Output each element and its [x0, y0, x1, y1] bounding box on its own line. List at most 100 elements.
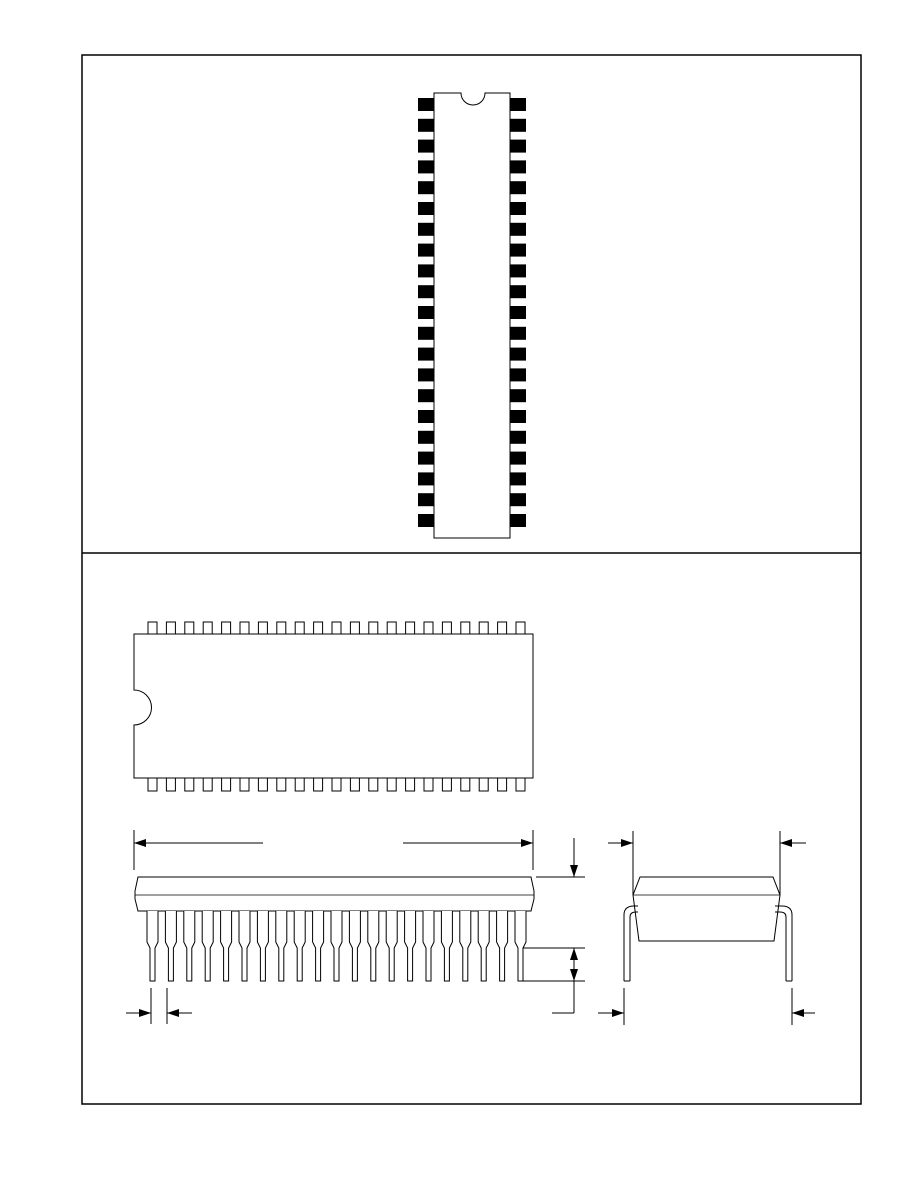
top-view-pin-lower	[184, 777, 195, 792]
pinout-pad-right	[510, 368, 526, 382]
pinout-pad-right	[510, 389, 526, 403]
top-view-pin-lower	[515, 777, 526, 792]
side-view-leads	[146, 911, 527, 982]
pinout-pad-right	[510, 472, 526, 486]
lead-span-arrow-left	[612, 1009, 624, 1017]
side-view-lead	[496, 911, 509, 982]
pinout-pad-left	[418, 451, 434, 465]
top-view-pin-upper	[349, 621, 360, 635]
length-arrow-left	[134, 839, 146, 847]
pinout-pad-right	[510, 451, 526, 465]
pinout-pad-right	[510, 493, 526, 507]
side-view-body	[134, 876, 535, 912]
pinout-pad-left	[418, 222, 434, 236]
top-view-pin-lower	[239, 777, 250, 792]
pinout-pad-left	[418, 160, 434, 174]
top-view-pin-upper	[239, 621, 250, 635]
standoff-arrow-bottom	[570, 969, 578, 981]
side-view-lead	[220, 911, 233, 982]
pinout-pad-right	[510, 181, 526, 195]
pinout-pad-left	[418, 285, 434, 299]
pinout-pad-right	[510, 202, 526, 215]
top-view-pin-upper	[331, 621, 342, 635]
side-view-lead	[275, 911, 288, 982]
top-view-pin-lower	[497, 777, 508, 792]
pinout-pad-left	[418, 368, 434, 382]
top-view-pin-upper	[202, 621, 213, 635]
top-view-pin-upper	[221, 621, 232, 635]
pinout-pad-left	[418, 389, 434, 403]
pinout-pad-left	[418, 264, 434, 278]
side-view-lead	[440, 911, 453, 982]
top-view-pin-upper	[515, 621, 526, 635]
top-view-pin-lower	[423, 777, 434, 792]
top-view-pin-upper	[368, 621, 379, 635]
end-side-view	[598, 831, 815, 1025]
top-view-pin-lower	[405, 777, 416, 792]
pinout-view	[418, 92, 526, 539]
top-view-pin-upper	[405, 621, 416, 635]
pinout-pad-right	[510, 410, 526, 423]
pinout-pad-left	[418, 347, 434, 361]
length-arrow-right	[521, 839, 533, 847]
standoff-arrow-top	[570, 948, 578, 960]
pinout-pad-right	[510, 264, 526, 278]
side-view-lead	[514, 911, 527, 982]
lead-span-arrow-right	[792, 1009, 804, 1017]
pinout-pads-right	[510, 98, 526, 527]
side-view-lead	[238, 911, 251, 982]
front-side-view	[126, 830, 585, 1024]
side-view-lead	[422, 911, 435, 982]
side-view-lead	[367, 911, 380, 982]
top-view-pin-upper	[294, 621, 305, 635]
end-view-lead-right	[775, 905, 793, 981]
top-view-pin-lower	[313, 777, 324, 792]
top-view-pin-lower	[460, 777, 471, 792]
top-view-pin-upper	[386, 621, 397, 635]
height-arrow-top	[570, 865, 578, 877]
top-view-pin-upper	[460, 621, 471, 635]
pinout-pad-left	[418, 243, 434, 257]
pinout-pad-left	[418, 472, 434, 486]
top-view-pin-lower	[221, 777, 232, 792]
pinout-pad-left	[418, 326, 434, 340]
pinout-pad-right	[510, 243, 526, 257]
side-view-lead	[385, 911, 398, 982]
top-view-pin-lower	[386, 777, 397, 792]
lead-width-arrow-left	[139, 1009, 151, 1017]
outer-frame	[81, 54, 862, 1105]
side-view-lead	[256, 911, 269, 982]
pinout-pad-left	[418, 181, 434, 195]
top-view-pin-upper	[497, 621, 508, 635]
top-view-pin-lower	[441, 777, 452, 792]
pinout-pad-left	[418, 410, 434, 423]
side-view-lead	[330, 911, 343, 982]
top-view-pin-lower	[349, 777, 360, 792]
pinout-pad-right	[510, 139, 526, 153]
top-view-pin-lower	[165, 777, 176, 792]
side-view-lead	[146, 911, 159, 982]
side-view-lead	[459, 911, 472, 982]
side-view-lead	[201, 911, 214, 982]
pinout-pad-right	[510, 326, 526, 340]
end-view-body	[632, 876, 781, 942]
pinout-pad-right	[510, 98, 526, 111]
top-view-body	[133, 633, 534, 779]
pinout-pad-left	[418, 202, 434, 215]
pinout-pad-right	[510, 222, 526, 236]
side-view-lead	[312, 911, 325, 982]
top-view-pin-upper	[257, 621, 268, 635]
top-view-pin-upper	[441, 621, 452, 635]
body-width-arrow-left	[621, 839, 633, 847]
pinout-pad-left	[418, 306, 434, 319]
pinout-pad-right	[510, 347, 526, 361]
pinout-pads-left	[418, 98, 434, 527]
body-width-arrow-right	[780, 839, 792, 847]
top-view-pin-upper	[184, 621, 195, 635]
pinout-pad-right	[510, 514, 526, 527]
top-view-pins-lower	[147, 777, 526, 792]
pinout-pad-left	[418, 514, 434, 527]
top-view-pin-upper	[165, 621, 176, 635]
pinout-package-body	[433, 92, 511, 539]
